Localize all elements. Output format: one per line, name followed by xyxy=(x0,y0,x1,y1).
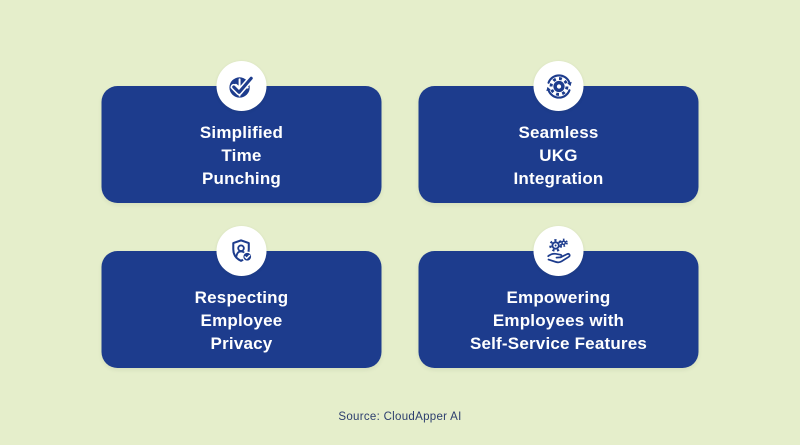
card-seamless-ukg-integration: Seamless UKG Integration xyxy=(418,61,699,203)
feature-card-grid: Simplified Time Punching Seamless UKG In… xyxy=(101,61,699,368)
card-title-line: UKG xyxy=(539,146,578,165)
icon-badge xyxy=(216,226,267,276)
card-title-line: Simplified xyxy=(199,123,284,142)
clock-check-icon xyxy=(228,74,254,98)
hand-gears-icon xyxy=(546,238,570,263)
gear-sync-icon xyxy=(545,73,572,99)
card-title-line: Empowering xyxy=(506,288,611,307)
shield-user-check-icon xyxy=(231,238,252,262)
card-title-line: Privacy xyxy=(210,334,273,353)
icon-badge xyxy=(533,61,584,111)
card-title-line: Respecting xyxy=(194,288,289,307)
card-title-line: Punching xyxy=(201,169,282,188)
card-title-line: Self-Service Features xyxy=(469,334,648,353)
card-title-line: Employee xyxy=(200,311,283,330)
card-title-line: Seamless xyxy=(518,123,599,142)
card-empowering-self-service: Empowering Employees with Self-Service F… xyxy=(418,226,699,368)
card-simplified-time-punching: Simplified Time Punching xyxy=(101,61,382,203)
card-respecting-employee-privacy: Respecting Employee Privacy xyxy=(101,226,382,368)
source-credit: Source: CloudApper AI xyxy=(338,411,462,423)
card-title-line: Employees with xyxy=(492,311,625,330)
icon-badge xyxy=(216,61,267,111)
icon-badge xyxy=(533,226,584,276)
card-title-line: Integration xyxy=(513,169,604,188)
card-title-line: Time xyxy=(221,146,262,165)
